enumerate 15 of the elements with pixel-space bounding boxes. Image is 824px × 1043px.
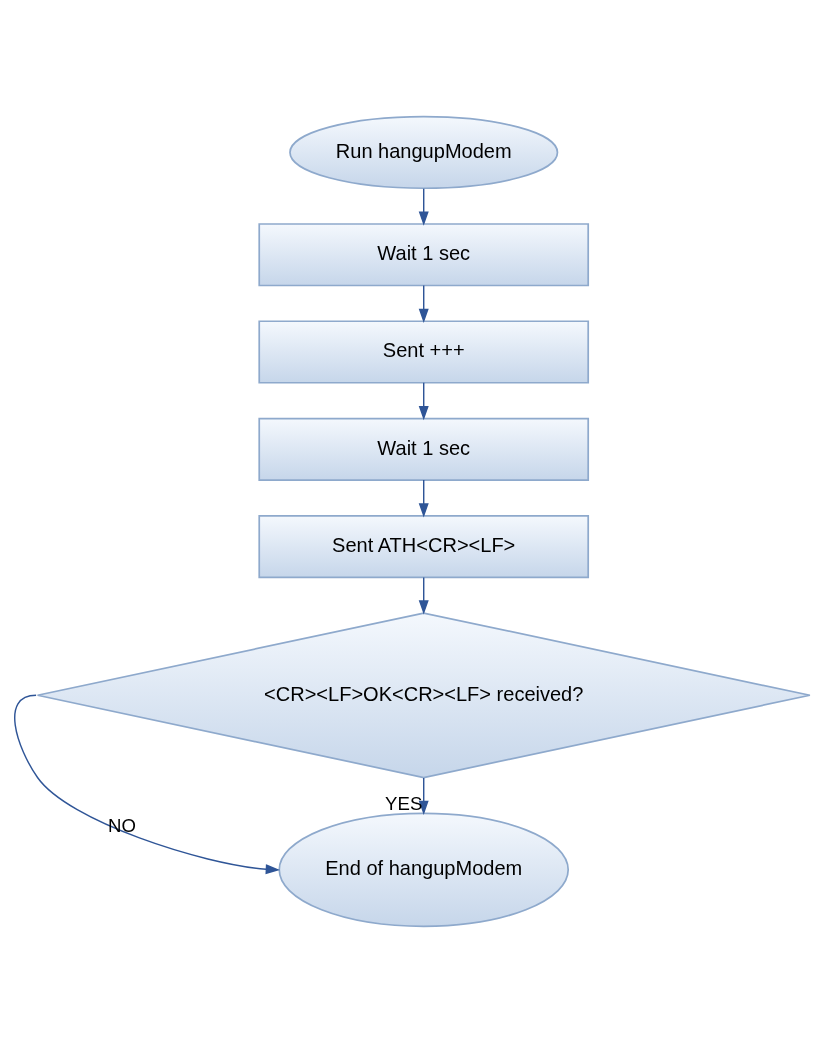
node-diamond: <CR><LF>OK<CR><LF> received? [36, 612, 811, 779]
node-ellipse: End of hangupModem [278, 812, 570, 928]
edge-label: NO [108, 814, 136, 836]
arrow [418, 284, 429, 324]
arrow [418, 576, 429, 615]
node-box: Wait 1 sec [258, 223, 590, 287]
node-box: Wait 1 sec [258, 417, 590, 481]
edge-label: YES [385, 793, 423, 815]
node-box: Sent +++ [258, 320, 590, 384]
arrow [14, 694, 280, 875]
arrow [418, 187, 429, 226]
arrow [418, 382, 429, 421]
node-box: Sent ATH<CR><LF> [258, 514, 590, 579]
arrow [418, 479, 429, 518]
node-ellipse: Run hangupModem [289, 115, 559, 190]
